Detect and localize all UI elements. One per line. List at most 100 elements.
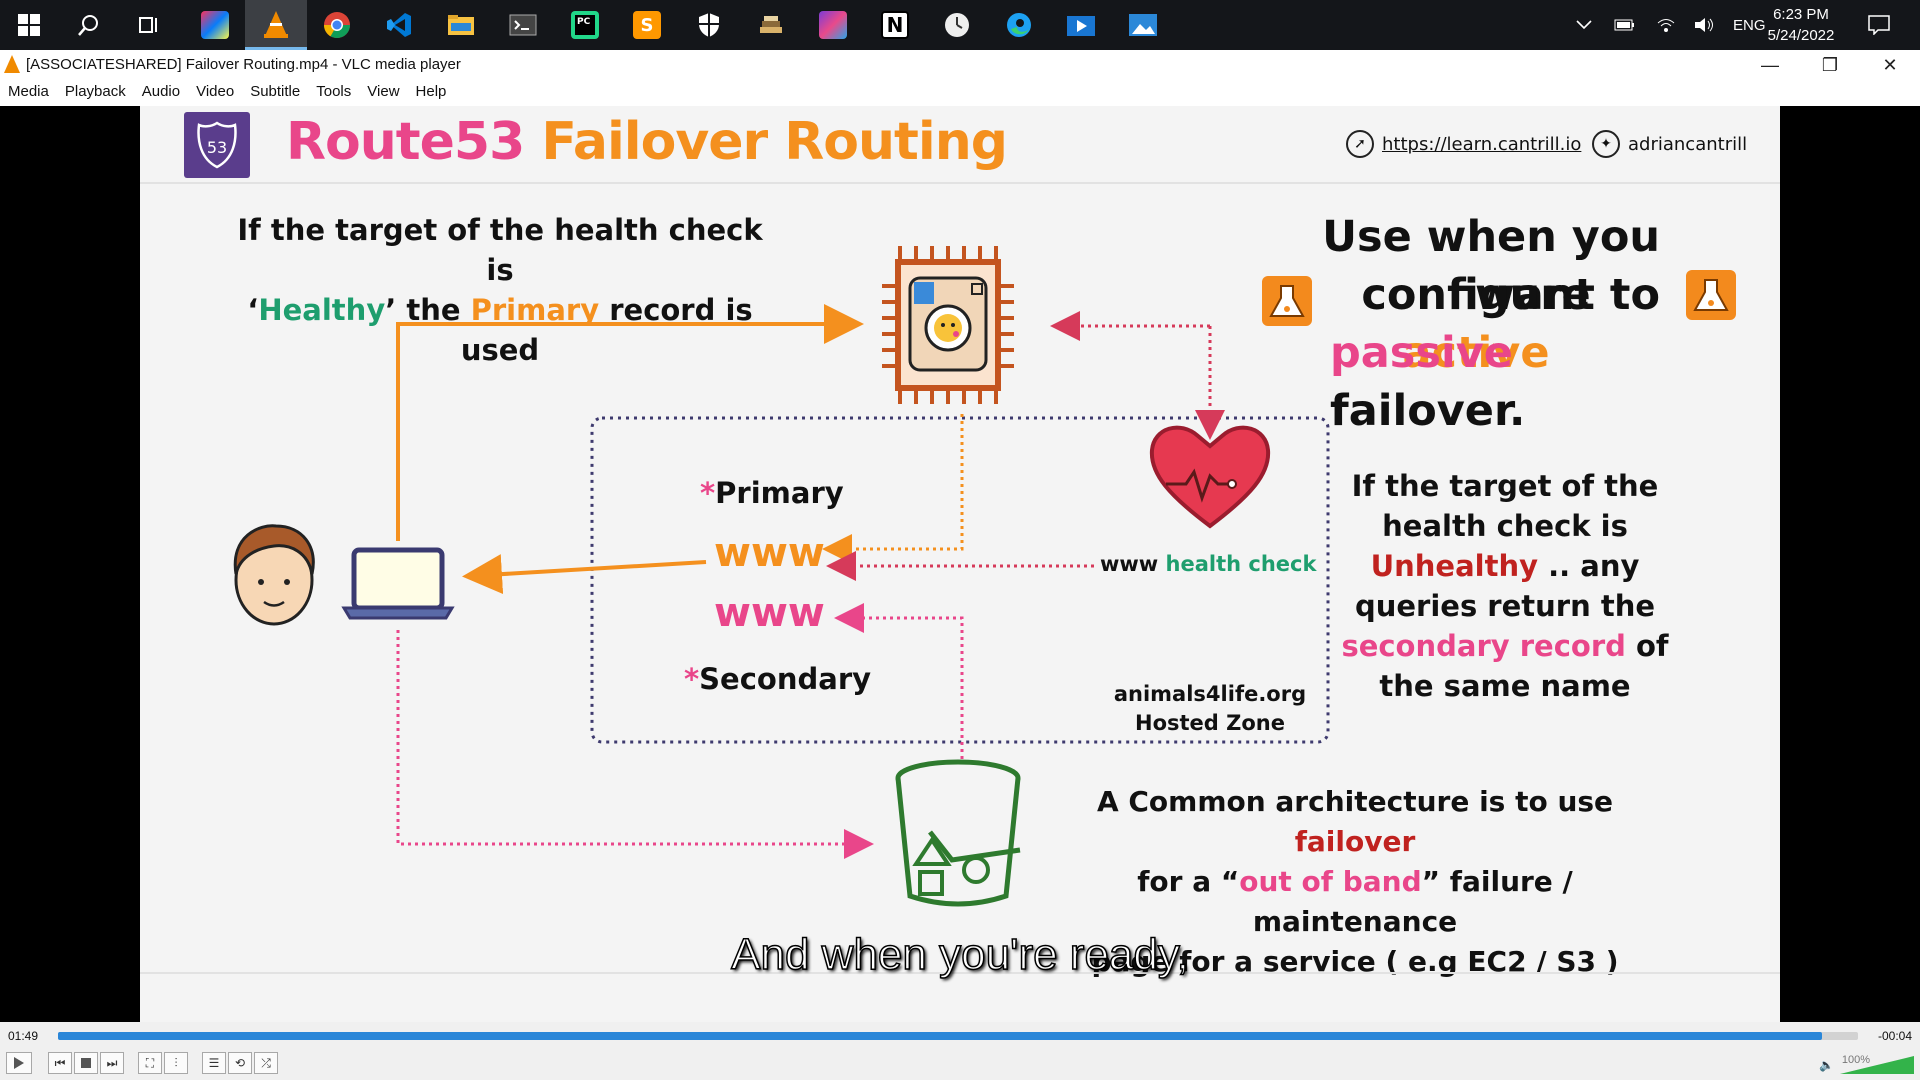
volume-level: 100% [1841, 1054, 1870, 1066]
laptop-icon [341, 547, 455, 620]
maximize-button[interactable]: ❐ [1821, 54, 1839, 75]
next-button[interactable]: ⏭ [100, 1052, 124, 1074]
shuffle-button[interactable]: ⤮ [254, 1052, 278, 1074]
wifi-icon[interactable] [1656, 0, 1676, 50]
seek-bar[interactable] [58, 1032, 1858, 1040]
clock-time: 6:23 PM [1773, 6, 1829, 23]
menu-help[interactable]: Help [415, 83, 447, 100]
extended-settings-button[interactable]: ⫶ [164, 1052, 188, 1074]
vscode-icon[interactable] [380, 6, 418, 44]
terminal-icon[interactable] [504, 6, 542, 44]
language-indicator[interactable]: ENG [1733, 16, 1766, 34]
title-route53: Route53 [286, 112, 525, 172]
notifications-icon[interactable] [1868, 0, 1890, 50]
menu-media[interactable]: Media [8, 83, 49, 100]
volume-slider[interactable] [1840, 1056, 1914, 1074]
healthy-line2: ‘Healthy’ the Primary record is used [220, 290, 780, 370]
secondary-text: Secondary [699, 662, 872, 696]
ec2-instance-icon [882, 246, 1014, 404]
vlc-taskbar-icon[interactable] [245, 0, 307, 50]
edge-icon[interactable] [1000, 6, 1038, 44]
menu-bar: Media Playback Audio Video Subtitle Tool… [0, 80, 1920, 106]
healthy-primary-word: Primary [470, 293, 600, 327]
windows-start-icon[interactable] [10, 6, 48, 44]
website-url[interactable]: https://learn.cantrill.io [1382, 133, 1582, 155]
video-player-icon[interactable] [1062, 6, 1100, 44]
taskbar-clock[interactable]: 6:23 PM 5/24/2022 [1756, 4, 1846, 46]
fullscreen-icon: ⛶ [145, 1055, 155, 1070]
unhealthy-line5: secondary record of [1340, 626, 1670, 666]
equalizer-icon: ⫶ [174, 1055, 178, 1070]
search-icon[interactable] [70, 6, 108, 44]
tray-chevron-icon[interactable] [1575, 0, 1593, 50]
media-app-icon[interactable] [814, 6, 852, 44]
unhealthy-word: Unhealthy [1370, 549, 1539, 583]
ec2-to-primary-www-line [822, 414, 964, 564]
healthy-rest: record is used [460, 293, 753, 367]
elapsed-time[interactable]: 01:49 [8, 1029, 39, 1043]
close-button[interactable]: ✕ [1882, 54, 1898, 75]
photos-icon[interactable] [1124, 6, 1162, 44]
unhealthy-line3: Unhealthy .. any [1340, 546, 1670, 586]
security-shield-icon[interactable] [690, 6, 728, 44]
remaining-time[interactable]: -00:04 [1877, 1029, 1912, 1043]
notion-icon[interactable]: N [876, 6, 914, 44]
use-line1: Use when you want to [1322, 212, 1660, 320]
playlist-button[interactable]: ☰ [202, 1052, 226, 1074]
twitter-handle[interactable]: adriancantrill [1628, 133, 1748, 155]
twitter-link[interactable]: ✦ adriancantrill [1592, 130, 1747, 158]
arch-line2-start: for a “ [1137, 865, 1240, 898]
menu-audio[interactable]: Audio [141, 83, 181, 100]
primary-text: Primary [715, 476, 844, 510]
route53-shield-icon: 53 [184, 112, 250, 178]
secondary-record-label: *Secondary [684, 662, 871, 696]
laptop-to-ec2-line [396, 304, 864, 541]
stop-button[interactable] [74, 1052, 98, 1074]
previous-icon: ⏮ [54, 1055, 66, 1070]
seek-bar-fill [58, 1032, 1822, 1040]
arch-line2: for a “out of band” failure / maintenanc… [1050, 862, 1660, 942]
website-link[interactable]: ➚ https://learn.cantrill.io [1346, 130, 1581, 158]
loop-icon: ⟲ [234, 1056, 246, 1070]
menu-playback[interactable]: Playback [64, 83, 126, 100]
menu-subtitle[interactable]: Subtitle [250, 83, 301, 100]
zone-domain: animals4life.org [1113, 682, 1307, 706]
chrome-icon[interactable] [318, 6, 356, 44]
window-title-bar[interactable]: [ASSOCIATESHARED] Failover Routing.mp4 -… [0, 50, 1920, 80]
vlc-cone-icon [4, 55, 20, 73]
hc-www: www [1100, 552, 1166, 576]
healthy-open-quote: ‘ [247, 293, 259, 327]
intellij-icon[interactable] [196, 6, 234, 44]
primary-www: www [714, 530, 825, 576]
battery-icon[interactable] [1614, 0, 1636, 50]
pycharm-icon[interactable]: PC [566, 6, 604, 44]
books-icon[interactable] [752, 6, 790, 44]
minimize-button[interactable]: — [1761, 54, 1779, 75]
task-view-icon[interactable] [130, 6, 168, 44]
slide-title: Route53 Failover Routing [286, 112, 1008, 172]
menu-view[interactable]: View [367, 83, 400, 100]
loop-button[interactable]: ⟲ [228, 1052, 252, 1074]
arch-line1: A Common architecture is to use failover [1050, 782, 1660, 862]
flask-icon-left [1262, 276, 1312, 326]
unhealthy-line4: queries return the [1354, 589, 1656, 623]
unhealthy-secondary: secondary record [1341, 629, 1626, 663]
file-explorer-icon[interactable] [442, 6, 480, 44]
player-controls: 01:49 -00:04 ⏮ ⏭ ⛶ ⫶ ☰ ⟲ ⤮ 🔈 100% [0, 1022, 1920, 1080]
play-button[interactable] [6, 1052, 32, 1074]
use-configure: configure [1361, 270, 1591, 320]
clock-app-icon[interactable] [938, 6, 976, 44]
sublime-text-icon[interactable]: S [628, 6, 666, 44]
menu-tools[interactable]: Tools [316, 83, 352, 100]
taskbar: PC S N ENG 6:23 PM 5/24/2022 [0, 0, 1920, 50]
healthy-line1: If the target of the health check is [237, 213, 763, 287]
primary-record-label: *Primary [700, 476, 844, 510]
video-area[interactable]: 53 Route53 Failover Routing ➚ https://le… [0, 106, 1920, 1022]
menu-video[interactable]: Video [196, 83, 235, 100]
volume-speaker-icon[interactable]: 🔈 [1819, 1058, 1834, 1072]
previous-button[interactable]: ⏮ [48, 1052, 72, 1074]
fullscreen-button[interactable]: ⛶ [138, 1052, 162, 1074]
speaker-icon[interactable] [1694, 0, 1716, 50]
healthy-word: Healthy [258, 293, 386, 327]
primary-star: * [700, 476, 716, 510]
